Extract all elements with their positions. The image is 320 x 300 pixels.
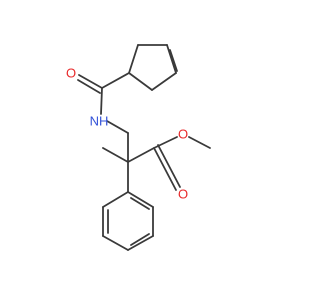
- bond-ph-3: [102, 235, 129, 251]
- bond-ester-co-2: [157, 144, 181, 188]
- atom-o-ester-carbonyl: O: [178, 187, 188, 202]
- bond-ph-6: [127, 191, 154, 208]
- bond-ring-c5-c1: [128, 72, 153, 91]
- bond-ester-co-1: [153, 147, 177, 191]
- bond-ring-carbonyl-c: [101, 72, 130, 89]
- bond-ph-inner-3: [130, 197, 150, 210]
- bond-ring-double: [169, 49, 178, 72]
- bond-carbonyl-n: [100, 87, 103, 115]
- molecule-structure: O NH O O: [66, 44, 211, 251]
- bond-ring-c4-c5: [151, 72, 177, 91]
- bond-amide-co-2: [77, 79, 101, 94]
- bond-amide-co-1: [78, 74, 103, 89]
- bond-cq-ester-c: [127, 147, 155, 163]
- bond-lines: [77, 44, 211, 251]
- bond-ph-inner-2: [130, 233, 150, 246]
- bond-ester-o-methyl: [188, 136, 211, 149]
- bond-ring-c1-c2: [128, 44, 139, 74]
- atom-labels: O NH O O: [66, 66, 188, 202]
- bond-ring-c3-c4: [166, 44, 177, 74]
- bond-ph-1: [102, 191, 129, 208]
- bond-ph-4: [127, 235, 154, 251]
- atom-o-amide: O: [66, 66, 76, 81]
- atom-nh-amide: NH: [90, 114, 109, 129]
- bond-cq-methyl: [102, 147, 129, 163]
- atom-o-ester-ether: O: [178, 127, 188, 142]
- bond-n-ch2: [106, 120, 129, 134]
- bond-ester-c-o: [153, 136, 178, 149]
